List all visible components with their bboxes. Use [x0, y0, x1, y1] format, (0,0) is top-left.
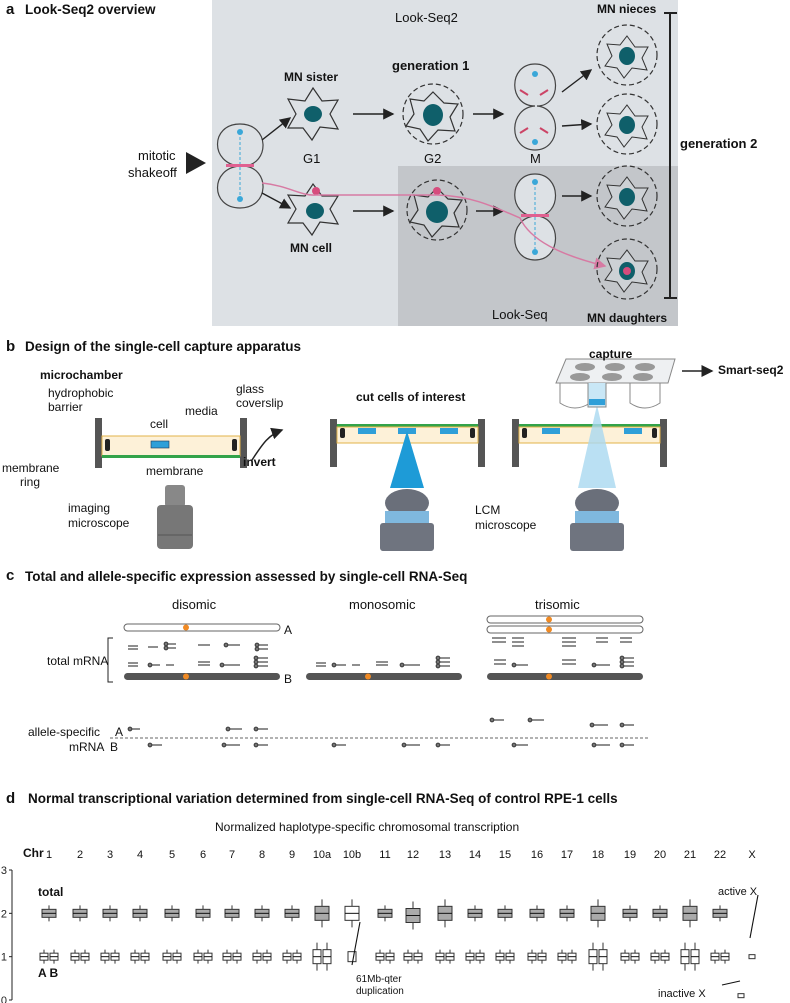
mn-daughters-label: MN daughters [587, 311, 668, 325]
category-label: 5 [169, 849, 175, 861]
dup-label-2: duplication [356, 986, 404, 997]
category-label: 2 [77, 849, 83, 861]
y-tick-label: 1 [1, 952, 7, 964]
category-label: 7 [229, 849, 235, 861]
generation2-label: generation 2 [680, 136, 758, 151]
category-label: 18 [592, 849, 604, 861]
imaging-microscope-label: microscope [68, 516, 130, 530]
allele-specific-label: allele-specific [28, 725, 101, 739]
generation1-label: generation 1 [392, 58, 470, 73]
mitotic-label: mitotic [138, 148, 176, 163]
chromosome-a-label: A [284, 623, 293, 637]
panel-c-letter: c [6, 567, 15, 584]
lcm-label: LCM [475, 503, 501, 517]
lookseq2-label: Look-Seq2 [395, 10, 458, 25]
membrane-ring-label-1: membrane [2, 461, 60, 475]
category-label: 9 [289, 849, 295, 861]
category-label: 1 [46, 849, 52, 861]
active-x-label: active X [718, 886, 758, 898]
total-label: total [38, 885, 64, 899]
dup-label-1: 61Mb-qter [356, 974, 402, 985]
allele-box [737, 993, 745, 999]
panel-c-figure [107, 615, 650, 748]
category-label: 16 [531, 849, 543, 861]
mn-nieces [596, 24, 658, 155]
category-label: 10b [343, 849, 361, 861]
panel-c-title: Total and allele-specific expression ass… [25, 569, 468, 584]
panel-a-title: Look-Seq2 overview [25, 2, 156, 17]
invert-label: invert [243, 455, 276, 469]
y-tick-label: 3 [1, 865, 7, 877]
barrier-label: barrier [48, 400, 83, 414]
category-label: 17 [561, 849, 573, 861]
category-label: 22 [714, 849, 726, 861]
trisomic-label: trisomic [535, 597, 580, 612]
ab-label: A B [38, 966, 59, 980]
allele-box [748, 954, 756, 960]
shakeoff-label: shakeoff [128, 165, 177, 180]
active-x-arrow [749, 894, 759, 939]
membrane-label: membrane [146, 464, 204, 478]
panel-a-figure [186, 0, 678, 326]
hydrophobic-label: hydrophobic [48, 386, 114, 400]
panel-d-title: Normal transcriptional variation determi… [28, 791, 618, 806]
membrane-ring-label-2: ring [20, 475, 41, 489]
allele-box [347, 951, 357, 963]
allele-a-label: A [115, 725, 124, 739]
category-label: 13 [439, 849, 451, 861]
g2-label: G2 [424, 151, 442, 166]
microchamber-label: microchamber [40, 368, 123, 382]
category-label: 4 [137, 849, 143, 861]
cut-cells-label: cut cells of interest [356, 390, 466, 404]
category-label: 21 [684, 849, 696, 861]
panel-d-letter: d [6, 790, 16, 807]
smartseq-label: Smart-seq2 [718, 363, 784, 377]
mn-daughters [596, 165, 658, 300]
total-mrna-label: total mRNA [47, 654, 109, 668]
chr-label: Chr [23, 846, 44, 860]
mn-cell-label: MN cell [290, 241, 333, 255]
y-tick-label: 0 [1, 995, 7, 1003]
mn-sister-label: MN sister [284, 70, 339, 84]
chromosome-b-label: B [284, 672, 293, 686]
coverslip-label: coverslip [236, 396, 284, 410]
category-label: 19 [624, 849, 636, 861]
disomic-label: disomic [172, 597, 217, 612]
capture-label: capture [589, 347, 633, 361]
glass-label: glass [236, 382, 265, 396]
mn-nieces-label: MN nieces [597, 2, 657, 16]
inactive-x-label: inactive X [658, 988, 706, 1000]
category-label: X [748, 849, 756, 861]
inactive-x-arrow [721, 980, 741, 986]
category-label: 15 [499, 849, 511, 861]
allele-b-label: B [110, 740, 119, 754]
lookseq-label: Look-Seq [492, 307, 548, 322]
cell-label: cell [150, 417, 169, 431]
category-label: 6 [200, 849, 206, 861]
g1-label: G1 [303, 151, 321, 166]
category-label: 12 [407, 849, 419, 861]
panel-b-title: Design of the single-cell capture appara… [25, 339, 302, 354]
category-label: 8 [259, 849, 265, 861]
panel-a-letter: a [6, 1, 15, 18]
category-label: 11 [379, 849, 390, 861]
category-label: 3 [107, 849, 113, 861]
dup-arrow [351, 921, 361, 966]
panel-b-figure [95, 358, 714, 551]
category-label: 20 [654, 849, 666, 861]
mrna-label: mRNA [69, 740, 105, 754]
category-label: 10a [313, 849, 332, 861]
imaging-label: imaging [68, 501, 111, 515]
shakeoff-triangle [186, 152, 206, 174]
lcm-microscope-label: microscope [475, 518, 537, 532]
m-label: M [530, 151, 541, 166]
y-tick-label: 2 [1, 908, 7, 920]
monosomic-label: monosomic [349, 597, 416, 612]
panel-d-subtitle: Normalized haplotype-specific chromosoma… [215, 820, 520, 834]
panel-b-letter: b [6, 338, 16, 355]
category-label: 14 [469, 849, 481, 861]
media-label: media [185, 404, 218, 418]
